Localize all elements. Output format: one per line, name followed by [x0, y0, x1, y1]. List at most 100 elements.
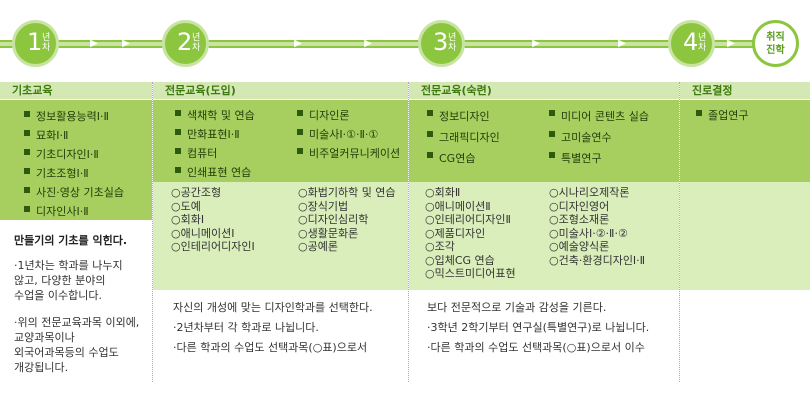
course-item: 인쇄표현 연습	[173, 163, 255, 182]
description-line: 교양과목이나	[14, 331, 75, 344]
column-header: 전문교육(도입)	[153, 82, 408, 99]
column-header: 진로결정	[680, 82, 810, 99]
elective-item: ○입체CG 연습	[425, 253, 495, 267]
description-line: 수업을 이수합니다.	[14, 289, 102, 302]
elective-item: ○화법기하학 및 연습	[298, 186, 396, 199]
course-item: 색채학 및 연습	[173, 106, 255, 125]
elective-item: ○예술양식론	[549, 240, 610, 253]
column-header: 전문교육(숙련)	[409, 82, 679, 99]
course-item: 고미술연수	[547, 127, 649, 148]
elective-item: ○믹스트미디어표현	[425, 267, 516, 280]
column-year-1: 기초교육 정보활용능력Ⅰ·Ⅱ 묘화Ⅰ·Ⅱ 기초디자인Ⅰ·Ⅱ 기초조형Ⅰ·Ⅱ 사진…	[0, 82, 152, 400]
elective-item: ○시나리오제작론	[549, 186, 630, 199]
description-line: ·1년차는 학과를 나누지	[14, 259, 123, 272]
course-item: 만화표현Ⅰ·Ⅱ	[173, 125, 255, 144]
course-item: 비주얼커뮤니케이션	[295, 144, 400, 163]
arrow-icon: ▶	[122, 38, 130, 49]
arrow-icon: ▶	[532, 38, 540, 49]
timeline-track-highlight	[0, 42, 762, 46]
final-goal-line1: 취직	[766, 32, 785, 43]
arrow-icon: ▶	[618, 38, 626, 49]
required-courses: 색채학 및 연습 만화표현Ⅰ·Ⅱ 컴퓨터 인쇄표현 연습 디자인론 미술사Ⅰ·①…	[153, 100, 408, 182]
year-3-description: 보다 전문적으로 기술과 감성을 기른다. ·3학년 2학기부터 연구실(특별연…	[427, 298, 649, 358]
elective-item: ○디자인심리학	[298, 213, 369, 226]
elective-item: ○공예론	[298, 240, 338, 253]
year-3-number: 3	[433, 28, 449, 56]
arrow-icon: ▶	[294, 38, 302, 49]
course-item: 디자인론	[295, 106, 400, 125]
course-item: 정보활용능력Ⅰ·Ⅱ	[22, 107, 152, 126]
elective-item: ○조형소재론	[549, 213, 610, 226]
elective-item: ○조각	[425, 240, 455, 253]
year-1-title: 만들기의 기초를 익힌다.	[14, 234, 128, 247]
description-line: 보다 전문적으로 기술과 감성을 기른다.	[427, 301, 607, 314]
required-courses: 정보디자인 그래픽디자인 CG연습 미디어 콘텐츠 실습 고미술연수 특별연구	[409, 100, 679, 182]
elective-courses: ○회화Ⅱ ○애니메이션Ⅱ ○인테리어디자인Ⅱ ○제품디자인 ○조각 ○입체CG …	[409, 182, 679, 290]
course-item: 기초조형Ⅰ·Ⅱ	[22, 164, 152, 183]
elective-item: ○공간조형	[171, 186, 222, 199]
course-item: 특별연구	[547, 148, 649, 169]
elective-item: ○생활문화론	[298, 226, 359, 240]
year-4-number: 4	[683, 28, 699, 56]
course-item: 디자인사Ⅰ·Ⅱ	[22, 202, 152, 221]
column-divider	[408, 82, 409, 382]
column-year-3: 전문교육(숙련) 정보디자인 그래픽디자인 CG연습 미디어 콘텐츠 실습 고미…	[409, 82, 679, 400]
column-divider	[152, 82, 153, 382]
course-item: 미술사Ⅰ·①·Ⅱ·①	[295, 125, 400, 144]
course-item: 그래픽디자인	[425, 127, 500, 148]
year-2-number: 2	[177, 28, 193, 56]
elective-item: ○인테리어디자인Ⅱ	[425, 213, 511, 226]
final-goal-line2: 진학	[766, 45, 785, 56]
final-goal-circle: 취직 진학	[752, 20, 799, 67]
course-item: 기초디자인Ⅰ·Ⅱ	[22, 145, 152, 164]
elective-item: ○건축·환경디자인Ⅰ·Ⅱ	[549, 253, 646, 267]
description-line: ·다른 학과의 수업도 선택과목(○표)으로서	[173, 341, 368, 354]
course-item: 졸업연구	[694, 106, 810, 125]
course-item: 묘화Ⅰ·Ⅱ	[22, 126, 152, 145]
description-line: ·2년차부터 각 학과로 나뉩니다.	[173, 321, 319, 334]
description-line: 개강됩니다.	[14, 361, 69, 374]
elective-item: ○미술사Ⅰ·②·Ⅱ·②	[549, 226, 628, 240]
arrow-icon: ▶	[727, 38, 735, 49]
course-item: 정보디자인	[425, 106, 500, 127]
required-courses: 정보활용능력Ⅰ·Ⅱ 묘화Ⅰ·Ⅱ 기초디자인Ⅰ·Ⅱ 기초조형Ⅰ·Ⅱ 사진·영상 기…	[0, 100, 152, 220]
year-2-description: 자신의 개성에 맞는 디자인학과를 선택한다. ·2년차부터 각 학과로 나뉩니…	[173, 298, 373, 358]
course-item: CG연습	[425, 148, 500, 169]
elective-item: ○애니메이션Ⅱ	[425, 199, 491, 213]
description-line: ·위의 전문교육과목 이외에,	[14, 316, 140, 329]
year-1-description: 만들기의 기초를 익힌다. ·1년차는 학과를 나누지 않고, 다양한 분야의 …	[14, 232, 139, 375]
course-item: 미디어 콘텐츠 실습	[547, 106, 649, 127]
elective-item: ○제품디자인	[425, 226, 486, 240]
description-line: ·다른 학과의 수업도 선택과목(○표)으로서 이수	[427, 341, 645, 354]
elective-item: ○도예	[171, 199, 201, 213]
elective-item: ○회화Ⅱ	[425, 186, 461, 199]
description-line: 않고, 다양한 분야의	[14, 274, 106, 287]
column-header: 기초교육	[0, 82, 152, 99]
description-line: 외국어과목등의 수업도	[14, 346, 119, 359]
column-year-4: 진로결정 졸업연구	[680, 82, 810, 400]
elective-item: ○장식기법	[298, 199, 349, 213]
description-line: 자신의 개성에 맞는 디자인학과를 선택한다.	[173, 301, 373, 314]
arrow-icon: ▶	[364, 38, 372, 49]
elective-item: ○디자인영어	[549, 199, 610, 213]
elective-item: ○인테리어디자인Ⅰ	[171, 240, 255, 253]
elective-item: ○애니메이션Ⅰ	[171, 226, 235, 240]
column-divider	[679, 82, 680, 382]
elective-item: ○회화Ⅰ	[171, 213, 205, 226]
elective-courses	[680, 182, 810, 290]
description-line: ·3학년 2학기부터 연구실(특별연구)로 나뉩니다.	[427, 321, 650, 334]
course-item: 컴퓨터	[173, 144, 255, 163]
required-courses: 졸업연구	[680, 100, 810, 182]
column-year-2: 전문교육(도입) 색채학 및 연습 만화표현Ⅰ·Ⅱ 컴퓨터 인쇄표현 연습 디자…	[153, 82, 408, 400]
arrow-icon: ▶	[90, 38, 98, 49]
course-item: 사진·영상 기초실습	[22, 183, 152, 202]
